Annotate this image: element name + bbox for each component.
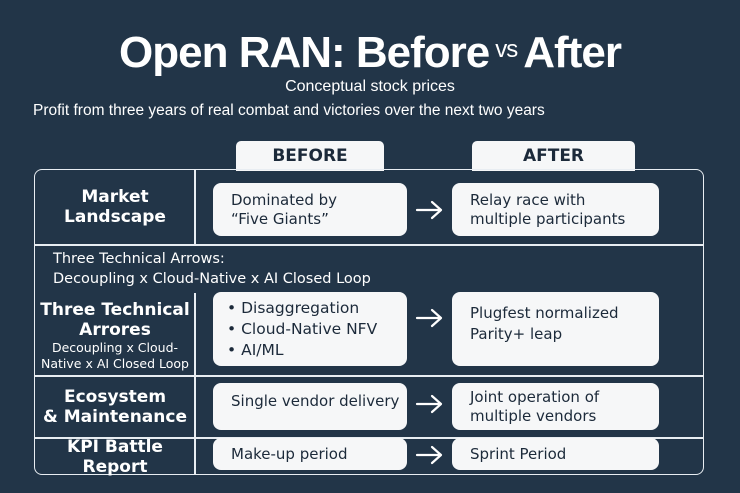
after-card-ecosystem: Joint operation of multiple vendors: [452, 383, 659, 430]
card-line: Sprint Period: [470, 444, 567, 463]
card-line: Make-up period: [231, 444, 348, 463]
after-card-kpi: Sprint Period: [452, 438, 659, 470]
card-line: Plugfest normalized: [470, 304, 619, 322]
after-card-market: Relay race with multiple participants: [452, 183, 659, 236]
label-line: & Maintenance: [42, 406, 187, 427]
card-line: Relay race with: [470, 190, 586, 209]
arrow-right-icon: [415, 394, 443, 414]
arrow-right-icon: [415, 445, 443, 465]
comparison-table-frame: [34, 169, 704, 475]
row-label-technical-arrows: Three Technical Arrores Decoupling x Clo…: [36, 297, 194, 375]
spanning-note: Three Technical Arrows: Decoupling x Clo…: [53, 249, 371, 289]
row-label-ecosystem: Ecosystem & Maintenance: [36, 376, 194, 437]
arrow-right-icon: [415, 308, 443, 328]
label-line: Market: [81, 187, 149, 207]
bullet-item: • AI/ML: [227, 340, 284, 359]
row-divider: [34, 244, 704, 246]
card-line: Parity+ leap: [470, 325, 563, 343]
bullet-icon: •: [227, 298, 237, 317]
note-line: Decoupling x Cloud-Native x AI Closed Lo…: [53, 271, 371, 287]
bullet-item: • Cloud-Native NFV: [227, 319, 378, 338]
label-subline: Native x AI Closed Loop: [41, 356, 189, 371]
title-vs: vs: [495, 36, 518, 63]
before-card-technical: • Disaggregation • Cloud-Native NFV • AI…: [213, 292, 407, 366]
bullet-icon: •: [227, 319, 237, 338]
before-card-market: Dominated by “Five Giants”: [213, 183, 407, 236]
card-line: multiple vendors: [470, 406, 597, 425]
card-line: Dominated by: [231, 190, 338, 209]
card-line: Single vendor delivery: [231, 392, 400, 410]
label-line: Arrores: [79, 320, 151, 340]
note-line: Three Technical Arrows:: [53, 251, 225, 267]
card-line: “Five Giants”: [231, 209, 329, 228]
subtitle: Conceptual stock prices: [285, 78, 455, 95]
tagline: Profit from three years of real combat a…: [33, 102, 545, 119]
column-divider: [194, 170, 196, 244]
title-right: After: [523, 28, 622, 77]
column-header-after: AFTER: [472, 141, 635, 171]
label-line: Landscape: [64, 207, 166, 227]
row-divider: [34, 375, 704, 377]
arrow-right-icon: [415, 200, 443, 220]
card-line: multiple participants: [470, 209, 626, 228]
title-left: Open RAN: Before: [119, 28, 490, 77]
before-card-ecosystem: Single vendor delivery: [213, 383, 407, 430]
bullet-icon: •: [227, 340, 237, 359]
label-line: Ecosystem: [63, 386, 167, 407]
column-divider: [194, 293, 196, 475]
row-label-kpi: KPI Battle Report: [36, 436, 194, 477]
column-header-before: BEFORE: [236, 141, 384, 171]
row-divider: [34, 437, 704, 439]
bullet-item: • Disaggregation: [227, 298, 360, 317]
label-subline: Decoupling x Cloud-: [51, 340, 179, 355]
before-card-kpi: Make-up period: [213, 438, 407, 470]
after-card-technical: Plugfest normalized Parity+ leap: [452, 292, 659, 366]
label-line: Three Technical: [40, 300, 190, 320]
card-line: Joint operation of: [470, 387, 600, 406]
row-label-market-landscape: Market Landscape: [36, 170, 194, 244]
label-line: KPI Battle Report: [67, 436, 163, 477]
